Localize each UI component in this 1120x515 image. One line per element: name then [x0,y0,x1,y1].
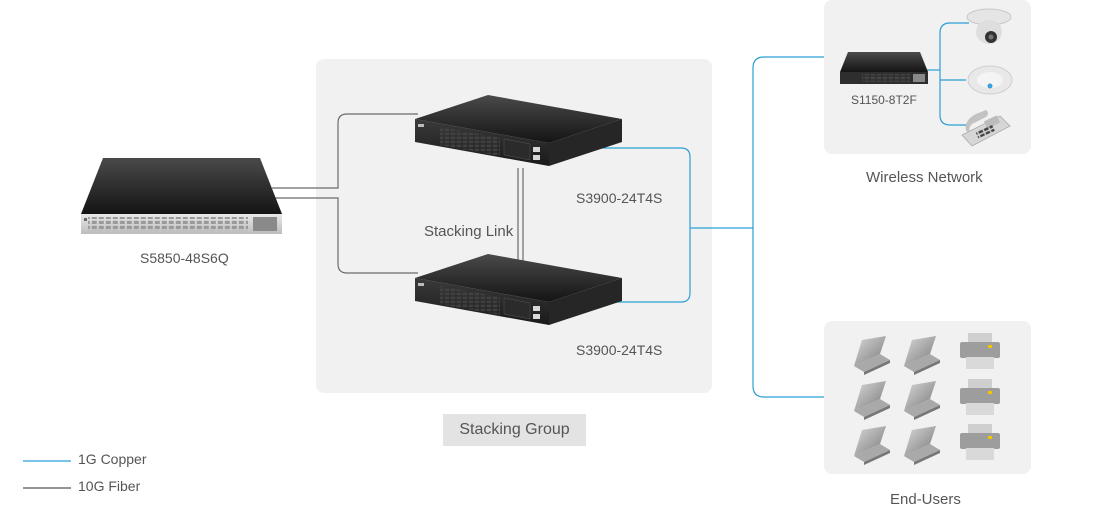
laptop-icon [854,381,890,420]
core-switch [81,158,282,234]
stacking-group-badge: Stacking Group [443,414,586,446]
wireless-switch-label: S1150-8T2F [851,93,917,107]
stack-top-switch-label: S3900-24T4S [576,190,663,206]
dome-camera-icon [966,8,1012,44]
copper-links [600,22,969,398]
wireless-switch [840,52,928,84]
legend-fiber-label: 10G Fiber [78,478,141,494]
printer-icon [960,333,1000,369]
stack-top-switch [415,95,622,166]
stacking-link-label: Stacking Link [424,223,514,240]
ip-phone-icon [961,110,1011,147]
laptop-icon [854,426,890,465]
laptop-icon [904,336,940,375]
laptop-icon [904,426,940,465]
legend-copper-label: 1G Copper [78,451,147,467]
stack-bottom-switch-label: S3900-24T4S [576,342,663,358]
printer-icon [960,424,1000,460]
access-point-icon [967,65,1013,95]
laptop-icon [854,336,890,375]
core-switch-label: S5850-48S6Q [140,250,229,266]
printer-icon [960,379,1000,415]
end-users-label: End-Users [890,491,961,508]
wireless-network-label: Wireless Network [866,169,983,186]
stack-bottom-switch [415,254,622,325]
fiber-links [272,113,524,274]
laptop-icon [904,381,940,420]
